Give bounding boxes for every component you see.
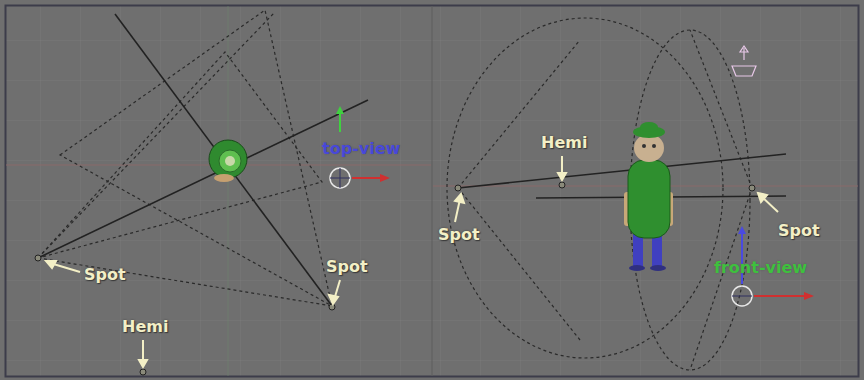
view-label: top-view	[322, 140, 400, 158]
view-label: front-view	[714, 259, 807, 277]
light-label: Spot	[84, 266, 126, 284]
light-label: Hemi	[541, 134, 587, 152]
light-label: Spot	[326, 258, 368, 276]
light-label: Spot	[438, 226, 480, 244]
light-label: Hemi	[122, 318, 168, 336]
light-label: Spot	[778, 222, 820, 240]
